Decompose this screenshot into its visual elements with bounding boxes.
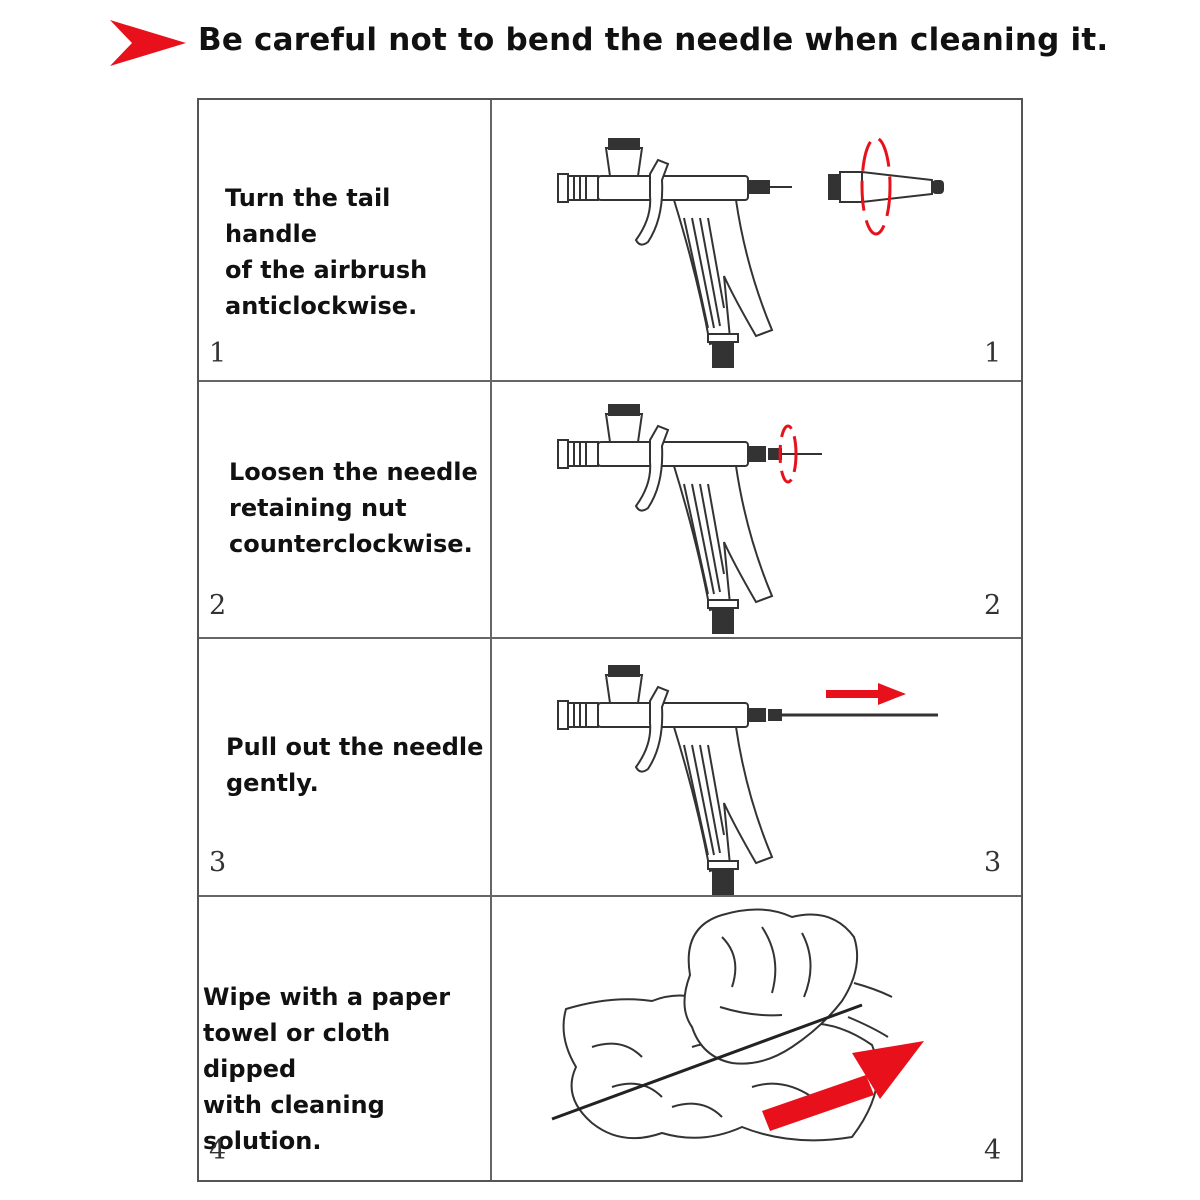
step-text-cell: Turn the tail handle of the airbrush ant…	[199, 100, 492, 380]
step-row-4: Wipe with a paper towel or cloth dipped …	[199, 897, 1021, 1180]
tail-handle-icon	[828, 170, 944, 204]
step-number: 2	[984, 590, 1002, 621]
needle-pull-out-illustration	[557, 664, 938, 895]
needle-icon	[551, 1003, 863, 1121]
step-line: anticlockwise.	[225, 292, 418, 320]
step-illustration-cell: 2	[492, 382, 1021, 637]
step-description: Wipe with a paper towel or cloth dipped …	[203, 979, 490, 1159]
step-line: of the airbrush	[225, 256, 428, 284]
step-description: Loosen the needle retaining nut counterc…	[229, 454, 478, 562]
step-line: gently.	[226, 769, 319, 797]
step-number: 1	[984, 338, 1002, 369]
step-text-cell: Pull out the needle gently. 3	[199, 639, 492, 895]
airbrush-icon	[557, 664, 773, 895]
wipe-direction-arrow-icon	[762, 1041, 924, 1131]
needle-chuck-icon	[748, 180, 770, 194]
step-number: 4	[984, 1135, 1002, 1166]
step-description: Pull out the needle gently.	[226, 729, 483, 801]
pull-direction-arrow-icon	[826, 683, 906, 705]
step-row-1: Turn the tail handle of the airbrush ant…	[199, 100, 1021, 382]
header: Be careful not to bend the needle when c…	[110, 18, 1110, 70]
instruction-table: Turn the tail handle of the airbrush ant…	[197, 98, 1023, 1182]
step-illustration-cell: 4	[492, 897, 1021, 1180]
airbrush-icon	[557, 137, 773, 369]
step-row-2: Loosen the needle retaining nut counterc…	[199, 382, 1021, 639]
hand-icon	[683, 908, 859, 1065]
rotate-anticlockwise-icon	[860, 136, 892, 236]
step-line: Pull out the needle	[226, 733, 484, 761]
step-line: counterclockwise.	[229, 530, 473, 558]
page-title: Be careful not to bend the needle when c…	[198, 22, 1109, 58]
step-line: Turn the tail handle	[225, 184, 391, 248]
step-description: Turn the tail handle of the airbrush ant…	[225, 180, 490, 324]
needle-retaining-nut-icon	[748, 446, 766, 462]
step-number: 3	[984, 847, 1002, 878]
step-number: 4	[209, 1135, 227, 1166]
step-illustration-cell: 3	[492, 639, 1021, 895]
step-line: with cleaning solution.	[203, 1091, 385, 1155]
step-line: Wipe with a paper	[203, 983, 451, 1011]
step-line: towel or cloth dipped	[203, 1019, 391, 1083]
needle-nut-loosening-illustration	[557, 403, 822, 635]
step-text-cell: Wipe with a paper towel or cloth dipped …	[199, 897, 492, 1180]
rotate-counterclockwise-icon	[778, 424, 798, 484]
step-number: 1	[209, 338, 227, 369]
step-illustration-cell: 1	[492, 100, 1021, 380]
red-arrow-icon	[110, 20, 186, 66]
step-number: 3	[209, 847, 227, 878]
step-line: Loosen the needle	[229, 458, 478, 486]
airbrush-tail-removal-illustration	[557, 136, 944, 369]
needle-wiping-illustration	[551, 908, 924, 1142]
step-row-3: Pull out the needle gently. 3 3	[199, 639, 1021, 897]
step-line: retaining nut	[229, 494, 407, 522]
step-text-cell: Loosen the needle retaining nut counterc…	[199, 382, 492, 637]
airbrush-icon	[557, 403, 773, 635]
step-number: 2	[209, 590, 227, 621]
